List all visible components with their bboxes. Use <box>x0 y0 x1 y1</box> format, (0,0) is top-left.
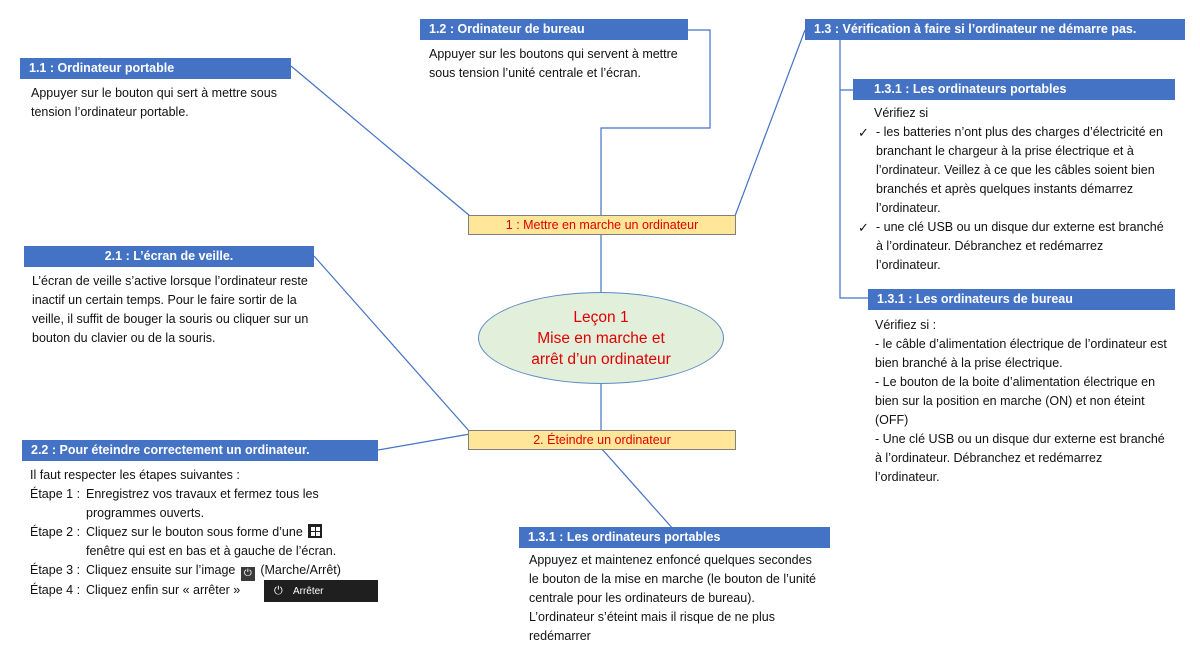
node-1-3-1-bureau-body: Vérifiez si : - le câble d’alimentation … <box>875 316 1167 487</box>
node-2-2-body: Il faut respecter les étapes suivantes :… <box>30 466 375 600</box>
node-1-3-1-bureau-line: - Une clé USB ou un disque dur externe e… <box>875 432 1165 484</box>
stop-button-label: Arrêter <box>292 586 324 597</box>
step-1-label: Étape 1 : <box>30 487 81 501</box>
node-1-1-text: Appuyer sur le bouton qui sert à mettre … <box>31 86 277 119</box>
step-2-text: Cliquez sur le bouton sous forme d’une <box>86 525 303 539</box>
node-1-3-1-bureau-title: 1.3.1 : Les ordinateurs de bureau <box>868 289 1175 310</box>
windows-start-icon <box>308 524 323 538</box>
central-topic-line2: Mise en marche et <box>537 329 665 347</box>
connector-node13-bureau <box>839 90 868 299</box>
step-4: Étape 4 : Cliquez enfin sur « arrêter » <box>30 581 375 600</box>
step-3-label: Étape 3 : <box>30 563 81 577</box>
check-icon: ✓ <box>858 125 869 140</box>
check-icon: ✓ <box>858 220 869 235</box>
connector-branch2-node21 <box>313 255 471 433</box>
node-2-1-title: 2.1 : L’écran de veille. <box>24 246 314 267</box>
step-1-text: Enregistrez vos travaux et fermez tous l… <box>86 487 319 520</box>
power-icon: ⏻ <box>274 585 283 597</box>
step-2-label: Étape 2 : <box>30 525 81 539</box>
check-list: ✓ - les batteries n’ont plus des charges… <box>856 123 1164 275</box>
branch-2-label: 2. Éteindre un ordinateur <box>468 430 736 450</box>
connector-node13-portables <box>839 38 853 91</box>
node-1-3-1-bureau-intro: Vérifiez si : <box>875 318 937 332</box>
step-3: Étape 3 : Cliquez ensuite sur l’image ⏻ … <box>30 561 375 581</box>
node-1-2-title: 1.2 : Ordinateur de bureau <box>420 19 688 40</box>
central-topic-line3: arrêt d’un ordinateur <box>531 350 671 368</box>
node-2-2-title: 2.2 : Pour éteindre correctement un ordi… <box>22 440 378 461</box>
node-1-3-1-bureau-line: - Le bouton de la boite d’alimentation é… <box>875 375 1156 427</box>
check-item: ✓ - une clé USB ou un disque dur externe… <box>856 218 1164 275</box>
node-1-3-1-portables-intro: Vérifiez si <box>874 106 929 120</box>
node-2-2-intro: Il faut respecter les étapes suivantes : <box>30 468 240 482</box>
connector-branch1-node11 <box>290 65 471 217</box>
check-item: ✓ - les batteries n’ont plus des charges… <box>856 123 1164 218</box>
connector-branch2-node22 <box>377 433 471 451</box>
step-2: Étape 2 : Cliquez sur le bouton sous for… <box>30 523 375 561</box>
stop-button-image: ⏻ Arrêter <box>264 580 378 602</box>
step-3-text: Cliquez ensuite sur l’image <box>86 563 236 577</box>
central-topic-line1: Leçon 1 <box>573 308 629 326</box>
check-item-text: - une clé USB ou un disque dur externe e… <box>876 220 1164 272</box>
step-1: Étape 1 : Enregistrez vos travaux et fer… <box>30 485 375 523</box>
node-1-3-1-portables-title: 1.3.1 : Les ordinateurs portables <box>853 79 1175 100</box>
node-1-3-1-bureau-line: - le câble d’alimentation électrique de … <box>875 337 1167 370</box>
connector-branch1-node13 <box>734 29 806 217</box>
node-2-3-1-title: 1.3.1 : Les ordinateurs portables <box>519 527 830 548</box>
node-2-1-text: L’écran de veille s’active lorsque l’ord… <box>32 274 309 345</box>
connector-branch1-node12 <box>600 29 711 216</box>
central-topic: Leçon 1 Mise en marche et arrêt d’un ord… <box>478 292 724 384</box>
node-2-3-1-text: Appuyez et maintenez enfoncé quelques se… <box>529 553 816 643</box>
connector-branch2-node231 <box>600 447 675 531</box>
node-1-1-title: 1.1 : Ordinateur portable <box>20 58 291 79</box>
node-1-3-1-portables-body: Vérifiez si ✓ - les batteries n’ont plus… <box>858 104 1164 275</box>
step-4-text: Cliquez enfin sur « arrêter » <box>86 583 241 597</box>
branch-1-label: 1 : Mettre en marche un ordinateur <box>468 215 736 235</box>
step-4-label: Étape 4 : <box>30 583 81 597</box>
node-1-2-text: Appuyer sur les boutons qui servent à me… <box>429 47 678 80</box>
check-item-text: - les batteries n’ont plus des charges d… <box>876 125 1163 215</box>
step-2-text-cont: fenêtre qui est en bas et à gauche de l’… <box>86 544 337 558</box>
power-icon: ⏻ <box>240 567 255 581</box>
step-3-text-cont: (Marche/Arrêt) <box>260 563 341 577</box>
node-1-3-title: 1.3 : Vérification à faire si l’ordinate… <box>805 19 1185 40</box>
